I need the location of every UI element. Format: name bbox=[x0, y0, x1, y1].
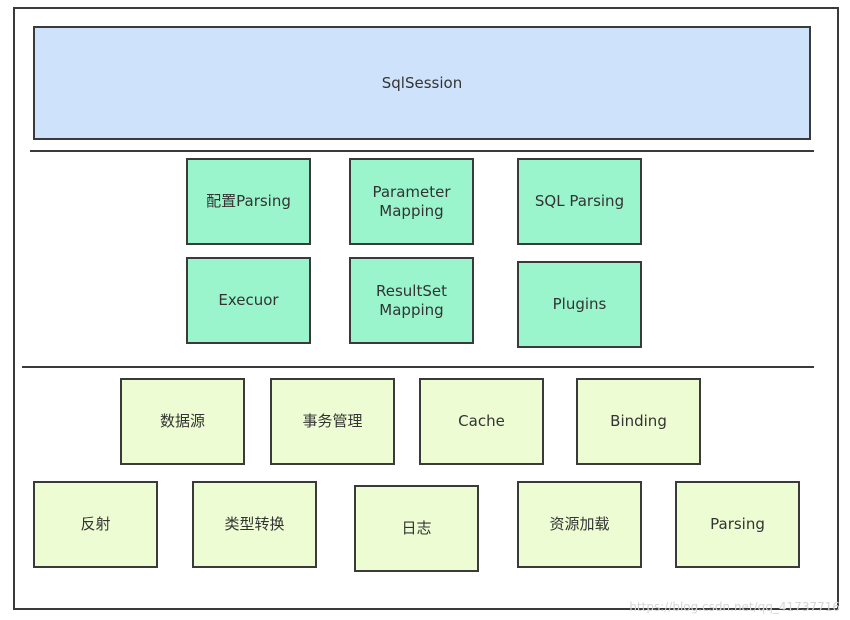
transaction-label: 事务管理 bbox=[302, 412, 363, 430]
transaction-box: 事务管理 bbox=[270, 378, 395, 465]
sql-parsing-label: SQL Parsing bbox=[534, 192, 625, 210]
reflection-label: 反射 bbox=[80, 515, 111, 533]
config-parsing-label: 配置Parsing bbox=[206, 192, 291, 210]
sql-parsing-box: SQL Parsing bbox=[517, 158, 642, 245]
resource-loading-box: 资源加载 bbox=[517, 481, 642, 568]
resource-loading-label: 资源加载 bbox=[549, 515, 610, 533]
executor-label: Execuor bbox=[218, 291, 279, 309]
resultset-mapping-label: ResultSet Mapping bbox=[376, 281, 447, 319]
sqlsession-label: SqlSession bbox=[381, 73, 463, 92]
parsing-box: Parsing bbox=[675, 481, 800, 568]
config-parsing-box: 配置Parsing bbox=[186, 158, 311, 245]
type-conversion-box: 类型转换 bbox=[192, 481, 317, 568]
reflection-box: 反射 bbox=[33, 481, 158, 568]
plugins-label: Plugins bbox=[552, 295, 607, 313]
sqlsession-box: SqlSession bbox=[33, 26, 811, 140]
diagram-frame bbox=[13, 7, 839, 610]
cache-box: Cache bbox=[419, 378, 544, 465]
datasource-label: 数据源 bbox=[159, 412, 205, 430]
cache-label: Cache bbox=[458, 412, 505, 430]
executor-box: Execuor bbox=[186, 257, 311, 344]
logging-box: 日志 bbox=[354, 485, 479, 572]
datasource-box: 数据源 bbox=[120, 378, 245, 465]
type-conversion-label: 类型转换 bbox=[224, 515, 285, 533]
binding-label: Binding bbox=[610, 412, 667, 430]
logging-label: 日志 bbox=[401, 519, 432, 537]
plugins-box: Plugins bbox=[517, 261, 642, 348]
parsing-label: Parsing bbox=[710, 515, 765, 533]
resultset-mapping-box: ResultSet Mapping bbox=[349, 257, 474, 344]
watermark-text: https://blog.csdn.net/qq_41737716 bbox=[629, 600, 840, 614]
binding-box: Binding bbox=[576, 378, 701, 465]
separator-top bbox=[30, 150, 814, 152]
parameter-mapping-label: Parameter Mapping bbox=[372, 182, 451, 220]
parameter-mapping-box: Parameter Mapping bbox=[349, 158, 474, 245]
separator-bottom bbox=[22, 366, 814, 368]
